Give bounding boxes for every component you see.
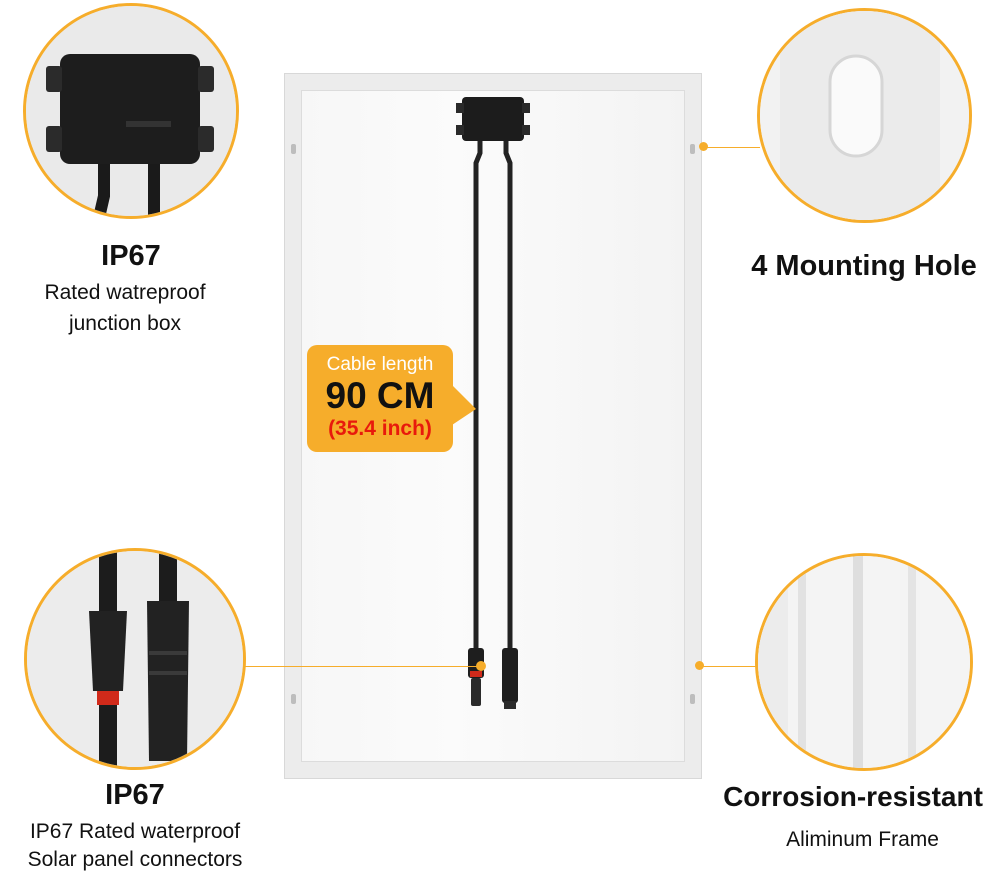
connectors-leader [244,666,480,667]
connectors-circle [24,548,246,770]
connectors-line-2: Solar panel connectors [27,848,243,871]
cable-length-tag: Cable length 90 CM (35.4 inch) [307,345,453,452]
mounting-hole-dot [699,142,708,151]
frame-line-1: Aliminum Frame [786,828,939,851]
frame-hole [690,694,695,704]
aluminum-frame-photo-icon [758,556,970,768]
junction-box-photo-icon [26,6,236,216]
connectors-title: IP67 [105,779,165,811]
cable-tag-pointer [452,385,476,425]
mounting-hole-photo-icon [760,11,969,220]
frame-hole [291,144,296,154]
connectors-line-1: IP67 Rated waterproof [29,820,241,843]
frame-leader [702,666,758,667]
frame-hole [291,694,296,704]
junction-box-circle [23,3,239,219]
solar-panel [284,73,702,779]
junction-box-line-1: Rated watreproof [44,281,206,304]
mc4-connector-photo-icon [27,551,243,767]
junction-box-line-2: junction box [68,312,182,335]
junction-box-and-cables [456,97,530,709]
frame-hole [690,144,695,154]
cable-length-label: Cable length [326,354,434,375]
frame-dot [695,661,704,670]
mounting-hole-title: 4 Mounting Hole [751,250,977,282]
cable-length-inch: (35.4 inch) [328,417,432,440]
mounting-hole-leader [705,147,760,148]
connectors-dot [476,661,486,671]
cable-length-value: 90 CM [325,375,435,416]
mounting-hole-circle [757,8,972,223]
junction-box-title: IP67 [101,240,161,272]
frame-title: Corrosion-resistant [723,781,983,812]
frame-circle [755,553,973,771]
